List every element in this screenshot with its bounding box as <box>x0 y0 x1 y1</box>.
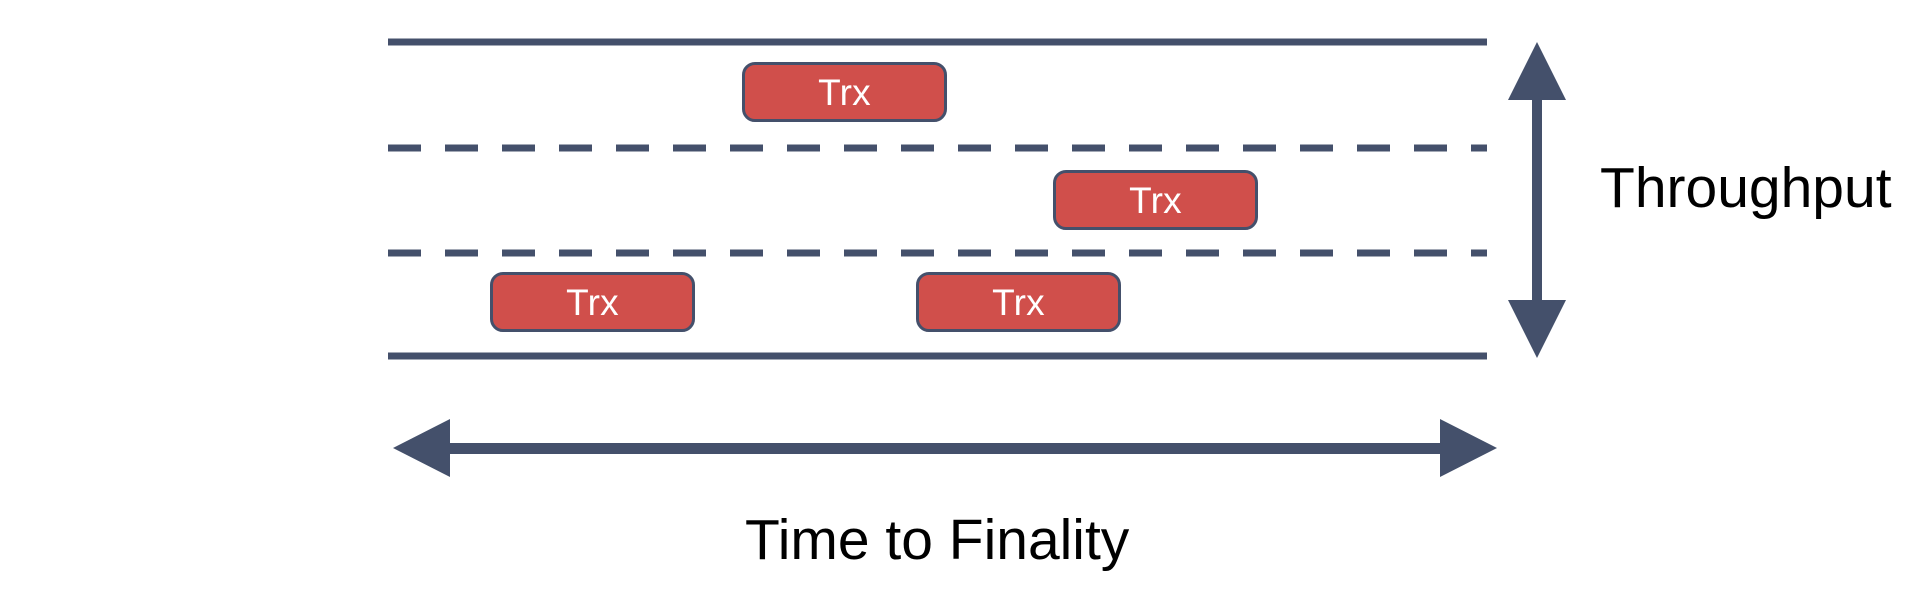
transaction-box-2-label: Trx <box>1129 179 1182 221</box>
throughput-arrow-head-up <box>1508 42 1566 100</box>
transaction-box-4-label: Trx <box>992 281 1045 323</box>
transaction-box-1-label: Trx <box>818 71 871 113</box>
transaction-box-4[interactable]: Trx <box>916 272 1121 332</box>
throughput-arrow-shaft <box>1532 96 1542 306</box>
transaction-box-3-label: Trx <box>566 281 619 323</box>
transaction-box-1[interactable]: Trx <box>742 62 947 122</box>
transaction-box-3[interactable]: Trx <box>490 272 695 332</box>
time-to-finality-arrow-head-left <box>393 419 450 477</box>
time-to-finality-arrow-head-right <box>1440 419 1497 477</box>
throughput-arrow-head-down <box>1508 300 1566 358</box>
throughput-axis-label: Throughput <box>1600 156 1892 220</box>
transaction-box-2[interactable]: Trx <box>1053 170 1258 230</box>
time-to-finality-axis-label: Time to Finality <box>745 508 1130 572</box>
time-to-finality-arrow <box>393 419 1497 477</box>
throughput-arrow <box>1508 42 1566 358</box>
time-to-finality-arrow-shaft <box>445 443 1445 454</box>
